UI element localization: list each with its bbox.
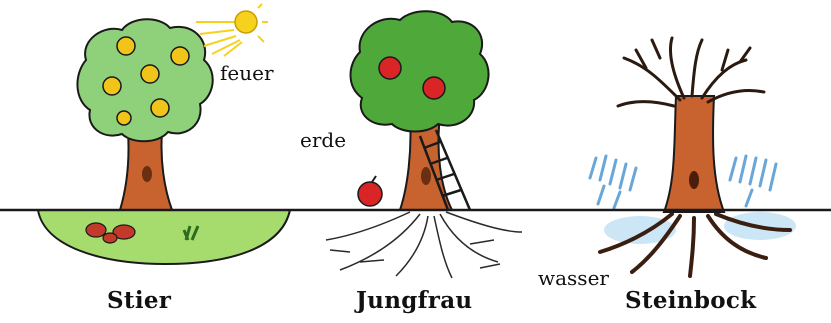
steinbock-trunk bbox=[662, 95, 726, 213]
label-erde: erde bbox=[300, 128, 347, 152]
label-wasser: wasser bbox=[538, 266, 609, 290]
caption-jungfrau: Jungfrau bbox=[356, 287, 473, 314]
ladder-icon bbox=[418, 129, 472, 211]
steinbock-roots bbox=[598, 212, 792, 278]
jungfrau-crown bbox=[349, 10, 490, 133]
label-feuer: feuer bbox=[220, 61, 274, 85]
stier-sprout bbox=[182, 225, 200, 241]
jungfrau-roots bbox=[325, 211, 523, 279]
jungfrau-trunk-knot bbox=[421, 167, 431, 185]
stier-flowers bbox=[102, 36, 190, 126]
sun-icon bbox=[196, 3, 268, 57]
stier-roots bbox=[85, 222, 136, 244]
caption-steinbock: Steinbock bbox=[625, 287, 757, 314]
steinbock-trunk-knot bbox=[689, 171, 699, 189]
stier-ground-bowl bbox=[36, 209, 292, 266]
rain-icon bbox=[588, 154, 778, 210]
stier-trunk-knot bbox=[142, 166, 152, 182]
fallen-apple-icon bbox=[357, 175, 383, 207]
steinbock-branches bbox=[616, 36, 766, 108]
caption-stier: Stier bbox=[107, 287, 172, 314]
apple-icon bbox=[378, 56, 446, 100]
